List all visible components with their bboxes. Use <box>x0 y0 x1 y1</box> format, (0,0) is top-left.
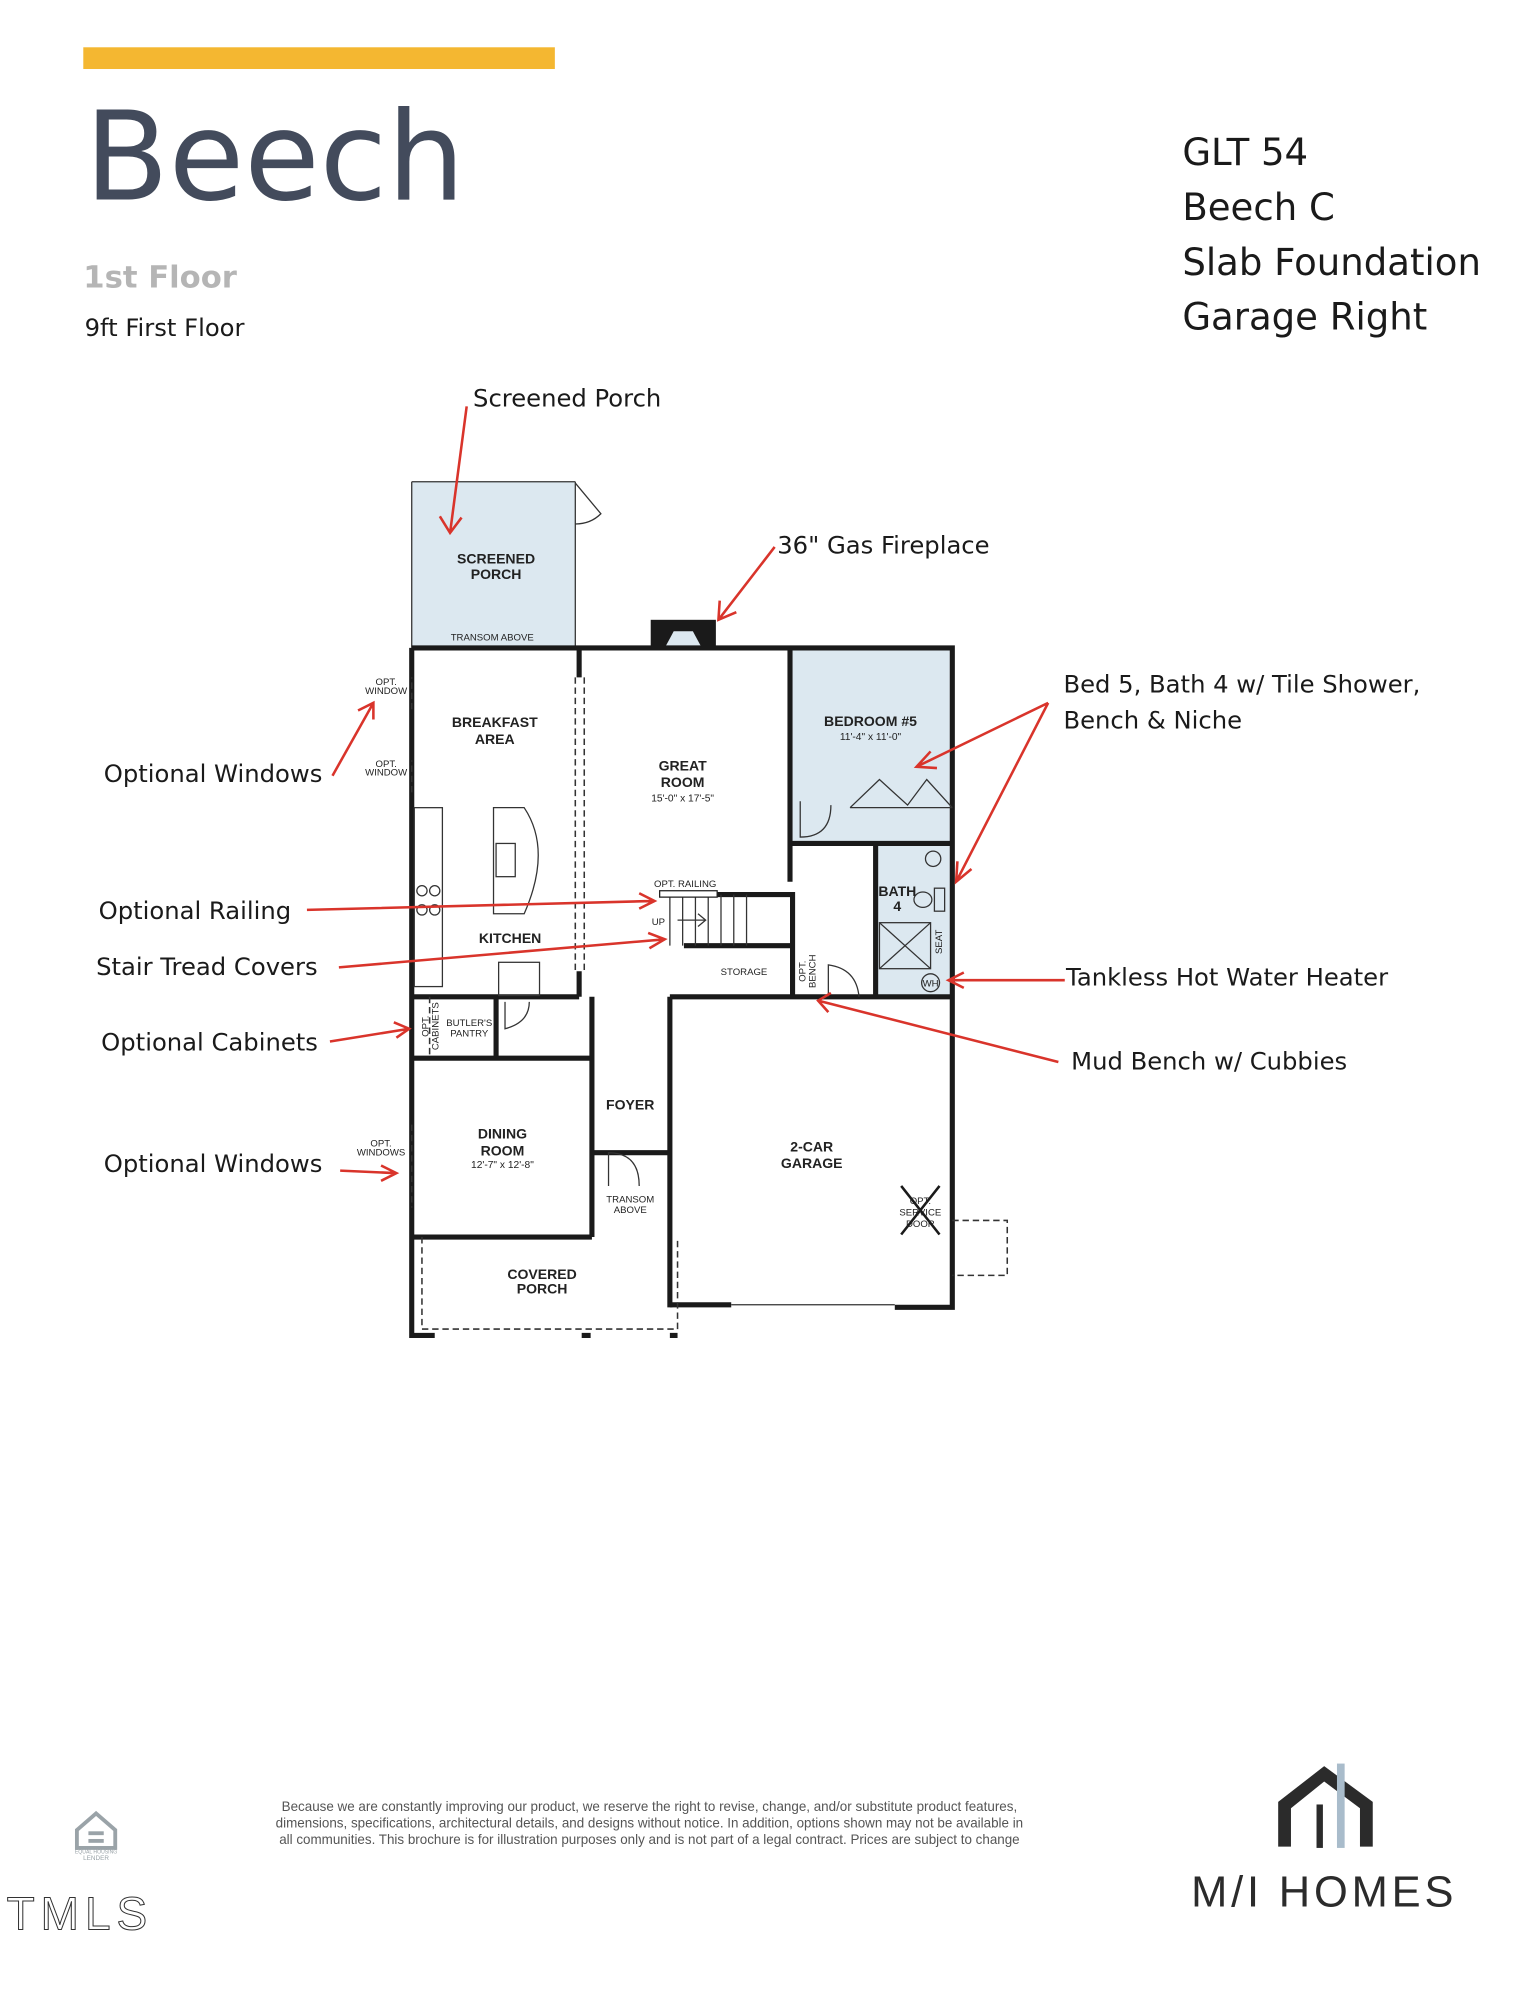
room-label: SCREENED <box>457 551 535 567</box>
room-note: OPT. <box>370 1138 391 1149</box>
accent-bar <box>83 47 555 70</box>
staircase <box>659 890 748 946</box>
room-dimensions: 12'-7" x 12'-8" <box>471 1160 534 1171</box>
arrow-icon <box>331 700 375 777</box>
room-note: TRANSOM ABOVE <box>451 632 534 643</box>
room-label: 4 <box>893 898 901 914</box>
disclaimer-line: dimensions, specifications, architectura… <box>276 1815 1023 1830</box>
room-label: PORCH <box>471 566 522 582</box>
room-label: PANTRY <box>450 1028 489 1039</box>
room-dimensions: 15'-0" x 17'-5" <box>651 793 714 804</box>
equal-housing-icon: EQUAL HOUSING LENDER <box>75 1810 117 1862</box>
room-label: 2-CAR <box>790 1138 833 1154</box>
room-dimensions: 11'-4" x 11'-0" <box>840 732 902 743</box>
room-note: OPT. <box>376 759 397 770</box>
annotation-optional-railing: Optional Railing <box>99 896 292 925</box>
floor-label: 1st Floor <box>83 261 237 296</box>
arrow-icon <box>945 971 1065 990</box>
water-heater-icon <box>920 973 941 993</box>
annotation-bed5-line2: Bench & Niche <box>1063 705 1242 734</box>
room-note: WINDOW <box>365 686 407 697</box>
arrow-icon <box>329 1021 412 1043</box>
room-label: KITCHEN <box>479 930 541 946</box>
room-note: DOOR <box>906 1219 935 1230</box>
arrow-icon <box>913 701 1050 885</box>
arrow-icon <box>816 991 1059 1064</box>
brand-name: M/I HOMES <box>1191 1869 1457 1917</box>
room-note: OPT. <box>376 677 397 688</box>
mi-homes-logo: M/I HOMES <box>1191 1763 1457 1917</box>
annotation-optional-cabinets: Optional Cabinets <box>101 1027 318 1056</box>
room-note: SERVICE <box>899 1207 941 1218</box>
elevation: Beech C <box>1182 186 1335 229</box>
room-label: BUTLER'S <box>446 1018 492 1029</box>
room-note: OPT. <box>797 961 808 982</box>
room-label: GREAT <box>659 758 708 774</box>
bath-fill <box>875 842 950 997</box>
equal-housing-text: EQUAL HOUSING <box>75 1850 117 1856</box>
floor-plan: SCREENED PORCH TRANSOM ABOVE BREAKFAST A… <box>357 481 1009 1339</box>
room-label: COVERED <box>507 1266 576 1282</box>
annotation-bed5: Bed 5, Bath 4 w/ Tile Shower, <box>1063 670 1420 699</box>
room-label: BEDROOM #5 <box>824 713 917 729</box>
kitchen-island <box>492 807 539 915</box>
garage-orientation: Garage Right <box>1182 296 1427 339</box>
lot-number: GLT 54 <box>1182 131 1308 174</box>
room-note: BENCH <box>808 954 819 988</box>
disclaimer-line: Because we are constantly improving our … <box>282 1799 1018 1814</box>
room-label: AREA <box>475 731 515 747</box>
room-label: BREAKFAST <box>452 714 538 730</box>
ceiling-label: 9ft First Floor <box>85 313 245 342</box>
room-note: UP <box>652 917 665 928</box>
room-note: WINDOWS <box>357 1147 405 1158</box>
annotations: Screened Porch 36" Gas Fireplace Bed 5, … <box>96 383 1420 1182</box>
bedroom-fill <box>790 650 950 843</box>
room-label: ROOM <box>661 774 705 790</box>
room-label: FOYER <box>606 1096 654 1112</box>
room-label: GARAGE <box>781 1155 843 1171</box>
room-note: OPT. RAILING <box>654 879 716 890</box>
room-note: CABINETS <box>431 1002 442 1050</box>
kitchen-counter <box>413 807 444 988</box>
annotation-screened-porch: Screened Porch <box>473 383 661 412</box>
room-note: ABOVE <box>614 1205 647 1216</box>
arrow-icon <box>340 1164 400 1182</box>
shower <box>878 922 932 970</box>
room-note: WH <box>923 979 939 990</box>
room-label: DINING <box>478 1126 527 1142</box>
lot-info: GLT 54 Beech C Slab Foundation Garage Ri… <box>1182 131 1481 339</box>
room-note: WINDOW <box>365 768 407 779</box>
annotation-optional-windows: Optional Windows <box>104 759 323 788</box>
arrow-icon <box>306 892 658 912</box>
disclaimer-line: all communities. This brochure is for il… <box>279 1832 1019 1847</box>
screened-porch-fill <box>411 481 576 648</box>
annotation-tankless: Tankless Hot Water Heater <box>1065 962 1388 991</box>
arrow-icon <box>717 546 776 622</box>
arrow-icon <box>438 406 468 536</box>
arrow-icon <box>338 931 668 969</box>
room-note: SEAT <box>934 930 945 954</box>
room-note: OPT. <box>420 1016 431 1037</box>
room-label: STORAGE <box>721 967 768 978</box>
mls-mark: TMLS <box>7 1888 148 1940</box>
room-label: ROOM <box>481 1142 525 1158</box>
disclaimer: Because we are constantly improving our … <box>276 1799 1023 1847</box>
room-label: BATH <box>878 883 916 899</box>
plan-title: Beech <box>85 85 465 228</box>
annotation-fireplace: 36" Gas Fireplace <box>777 530 989 559</box>
annotation-stair-tread: Stair Tread Covers <box>96 952 318 981</box>
equal-housing-lender-text: LENDER <box>83 1855 109 1862</box>
annotation-optional-windows-2: Optional Windows <box>104 1149 323 1178</box>
annotation-mud-bench: Mud Bench w/ Cubbies <box>1071 1047 1347 1076</box>
room-note: OPT. <box>910 1196 931 1207</box>
room-note: TRANSOM <box>606 1195 654 1206</box>
room-label: PORCH <box>517 1280 568 1296</box>
foundation: Slab Foundation <box>1182 241 1481 284</box>
